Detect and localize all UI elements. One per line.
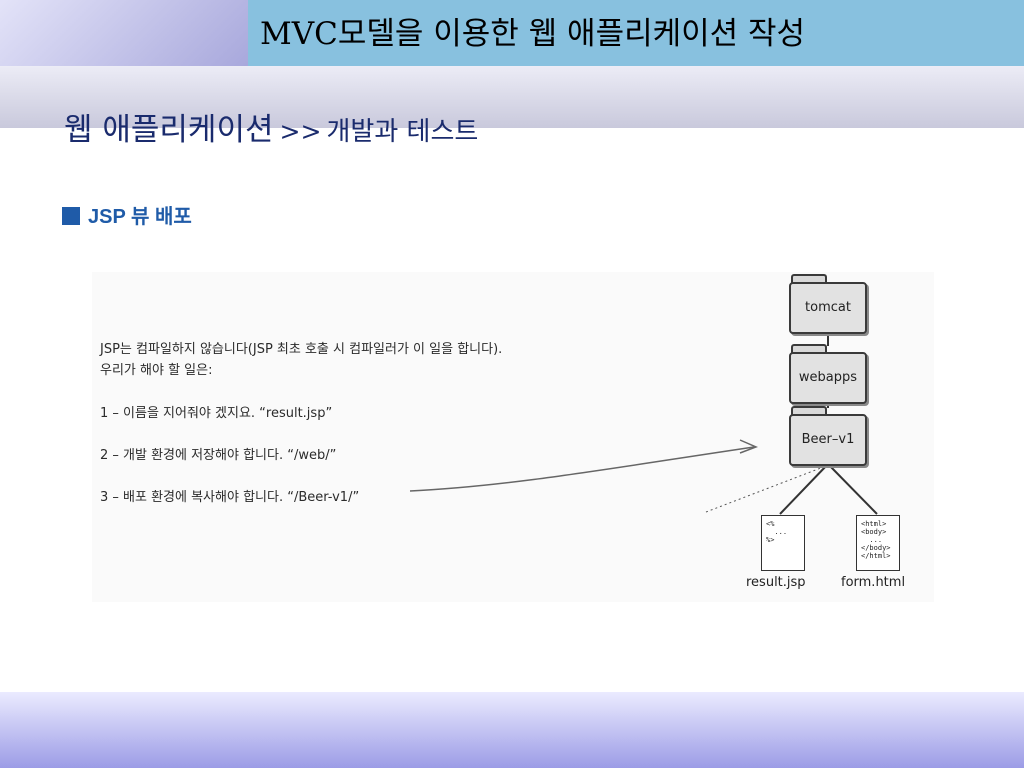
tree-branch-line (827, 463, 878, 515)
square-bullet-icon (62, 207, 80, 225)
file-name: result.jsp (746, 575, 806, 590)
figure-text-line: 3 – 배포 환경에 복사해야 합니다. “/Beer-v1/” (100, 490, 360, 505)
arrow-head-icon (739, 439, 758, 454)
figure-text-line: 우리가 해야 할 일은: (100, 363, 213, 378)
folder-label: tomcat (805, 300, 851, 315)
subtitle: 웹 애플리케이션>> 개발과 테스트 (64, 104, 478, 149)
footer-band (0, 692, 1024, 768)
title-bar: MVC모델을 이용한 웹 애플리케이션 작성 (248, 0, 1024, 66)
file-code-snippet: <html> <body> ... </body> </html> (861, 520, 891, 560)
jsp-deployment-figure: JSP는 컴파일하지 않습니다(JSP 최초 호출 시 컴파일러가 이 일을 합… (92, 272, 934, 602)
copy-arrow (409, 446, 755, 492)
slide-title: MVC모델을 이용한 웹 애플리케이션 작성 (260, 16, 806, 52)
folder-label: Beer–v1 (801, 432, 855, 447)
figure-text-line: 1 – 이름을 지어줘야 겠지요. “result.jsp” (100, 406, 333, 421)
subtitle-main: 웹 애플리케이션 (64, 112, 274, 148)
folder-label: webapps (798, 370, 858, 385)
section-heading: JSP 뷰 배포 (62, 200, 192, 229)
figure-text-line: 2 – 개발 환경에 저장해야 합니다. “/web/” (100, 448, 337, 463)
figure-text-line: JSP는 컴파일하지 않습니다(JSP 최초 호출 시 컴파일러가 이 일을 합… (100, 342, 503, 357)
file-code-snippet: <% ... %> (766, 520, 788, 544)
tree-branch-line (779, 463, 829, 515)
subtitle-band (0, 66, 1024, 128)
header-decoration (0, 0, 248, 66)
dotted-pointer-line (705, 465, 827, 513)
subtitle-separator: >> (279, 117, 322, 146)
file-name: form.html (841, 575, 906, 590)
section-heading-text: JSP 뷰 배포 (88, 206, 192, 228)
subtitle-sub: 개발과 테스트 (326, 117, 479, 147)
